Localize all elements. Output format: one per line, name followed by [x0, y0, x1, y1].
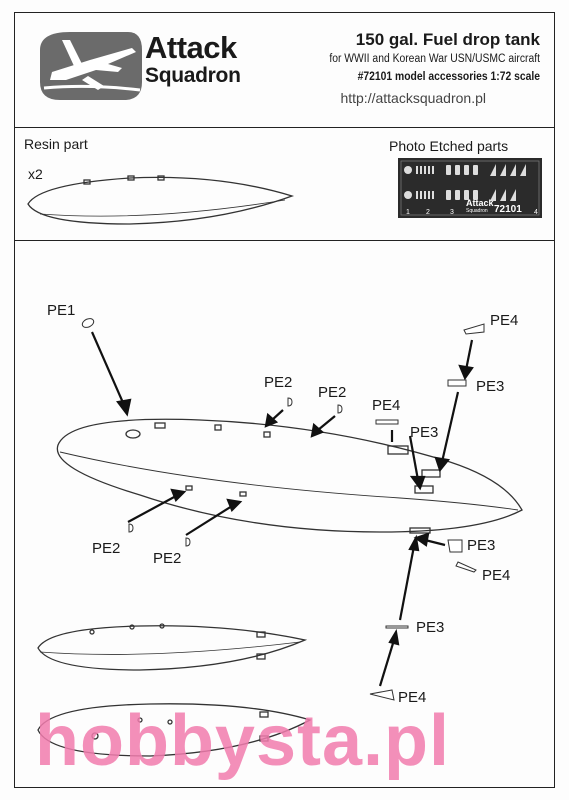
callout-pe3-a: PE3	[410, 424, 439, 441]
resin-quantity: x2	[28, 166, 43, 182]
pe-parts-label: Photo Etched parts	[389, 138, 509, 154]
watermark: hobbysta.pl	[35, 701, 451, 781]
leader-arrows	[90, 331, 474, 687]
product-code: #72101 model accessories 1:72 scale	[357, 71, 540, 83]
side-view-drawing	[37, 623, 308, 671]
parts-divider	[14, 240, 555, 241]
aircraft-silhouette-icon	[40, 32, 142, 100]
brand-name-line2: Squadron	[145, 64, 241, 87]
loose-pe-parts	[81, 318, 485, 701]
callout-pe2-a: PE2	[264, 374, 293, 391]
callout-pe4-d: PE4	[398, 689, 427, 706]
fret-code: 72101	[494, 204, 522, 215]
fret-number-1: 1	[406, 209, 410, 216]
callout-pe3-d: PE3	[416, 619, 445, 636]
resin-tank-drawing	[27, 175, 295, 225]
bottom-view-drawing	[37, 703, 312, 757]
callout-pe2-c: PE2	[92, 540, 121, 557]
main-tank-drawing	[56, 418, 523, 534]
fret-brand: Attack	[466, 198, 495, 208]
pe-fret-image: 1 2 3 4 Attack Squadron 72101	[398, 158, 542, 218]
header-divider	[14, 127, 555, 128]
resin-part-label: Resin part	[24, 136, 88, 152]
callout-pe3-c: PE3	[467, 537, 496, 554]
callout-pe4-c: PE4	[482, 567, 511, 584]
product-subtitle: for WWII and Korean War USN/USMC aircraf…	[329, 53, 540, 65]
callout-pe1: PE1	[47, 302, 76, 319]
fret-number-2: 2	[426, 209, 430, 216]
product-title: 150 gal. Fuel drop tank	[355, 30, 540, 49]
fret-number-3: 3	[450, 209, 454, 216]
website-url: http://attacksquadron.pl	[340, 90, 486, 106]
callout-pe3-b: PE3	[476, 378, 505, 395]
fret-number-4: 4	[534, 209, 538, 216]
callout-pe4-a: PE4	[372, 397, 401, 414]
brand-name-line1: Attack	[145, 30, 237, 65]
callout-pe2-d: PE2	[153, 550, 182, 567]
callout-pe2-b: PE2	[318, 384, 347, 401]
callout-pe4-b: PE4	[490, 312, 519, 329]
fret-brand-line2: Squadron	[466, 208, 488, 214]
page-frame	[14, 12, 555, 788]
